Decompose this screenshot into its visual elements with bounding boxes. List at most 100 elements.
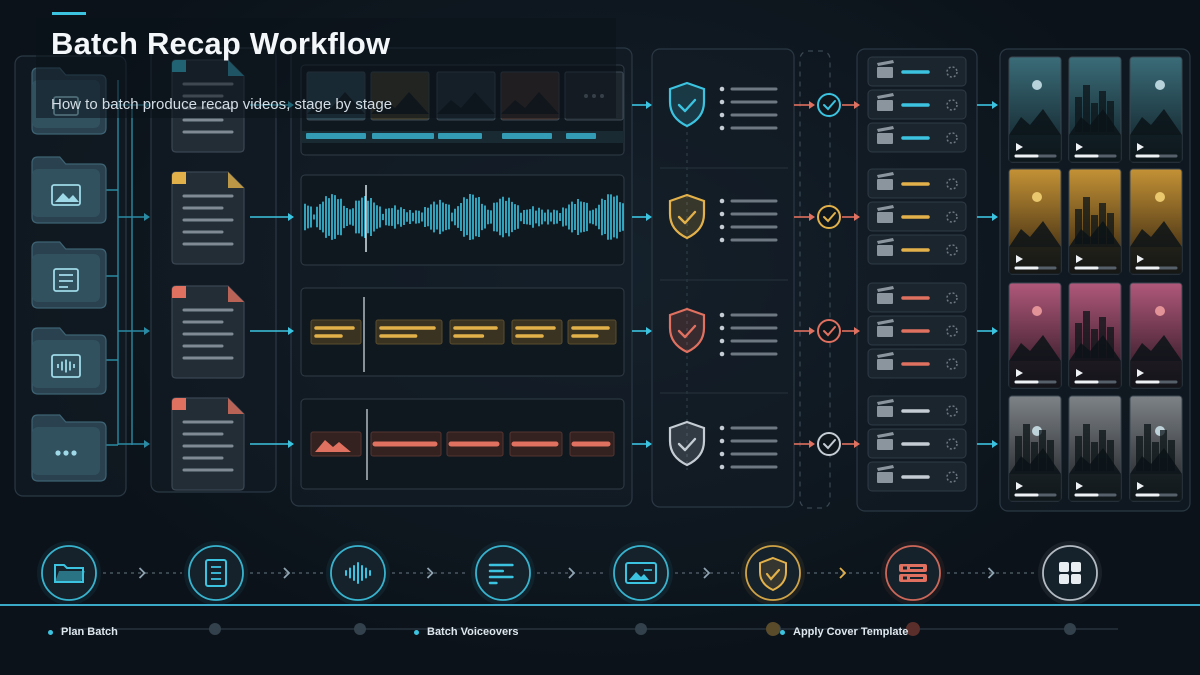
timeline-stage-8	[1038, 541, 1102, 605]
stage-circle	[885, 545, 941, 601]
pending-status-icon	[946, 325, 958, 337]
play-icon	[1137, 369, 1144, 377]
script-document-4	[171, 397, 245, 491]
clip-row-3-2	[867, 315, 967, 346]
timeline-stage-5	[609, 541, 673, 605]
label-dot	[414, 629, 419, 635]
caption-frame	[449, 319, 505, 345]
title-backdrop	[36, 18, 616, 118]
server-led	[903, 566, 907, 570]
input-folder-3	[31, 241, 107, 309]
output-video-card-4-2	[1068, 395, 1122, 502]
clapperboard-icon	[877, 133, 893, 144]
caption-frame	[310, 319, 362, 345]
clapperboard-top	[877, 172, 894, 178]
clip-row-4-1	[867, 395, 967, 426]
timeline-stage-3	[326, 541, 390, 605]
city-building	[1107, 440, 1114, 471]
pending-status-icon	[946, 211, 958, 223]
checklist-bullet	[719, 224, 725, 230]
clip-row-2-1	[867, 168, 967, 199]
timeline-node-active	[766, 622, 780, 636]
document-icon	[205, 559, 227, 587]
city-building	[1091, 215, 1098, 244]
cover-element-3	[446, 431, 504, 457]
lane1-arrow-track-head	[288, 213, 294, 221]
city-building	[1091, 329, 1098, 358]
play-icon	[1076, 369, 1083, 377]
image-card-mountain	[629, 572, 649, 580]
label-text: Plan Batch	[61, 626, 118, 638]
label-dot	[48, 629, 53, 635]
timeline-stage-2	[184, 541, 248, 605]
document-tab	[172, 286, 186, 298]
cover-element-5	[569, 431, 615, 457]
lane3-arrow-in-head	[144, 440, 150, 448]
clip-row-3-3	[867, 348, 967, 379]
shield-check-icon	[668, 193, 706, 240]
document-fold	[228, 172, 244, 188]
timeline-label-apply-cover-template: Apply Cover Template	[780, 626, 908, 638]
lane1-arrow-in-head	[144, 213, 150, 221]
caption-frame	[375, 319, 443, 345]
caption-block-2	[375, 319, 443, 345]
clapperboard-top	[877, 432, 894, 438]
output-video-card-1-1	[1008, 56, 1062, 163]
pending-status-icon	[946, 358, 958, 370]
checklist-bullet	[719, 86, 725, 92]
document-tab	[172, 172, 186, 184]
cover-element-4	[509, 431, 563, 457]
input-folder-2	[31, 156, 107, 224]
grid-icon	[1059, 574, 1069, 584]
city-building	[1083, 197, 1090, 244]
stage-circle	[745, 545, 801, 601]
checklist-bullet	[719, 125, 725, 131]
caption-frame	[511, 319, 563, 345]
timeline-stage-1	[37, 541, 101, 605]
chevron-right-icon	[138, 567, 146, 579]
clip-row-4-2	[867, 428, 967, 459]
clapperboard-top	[877, 60, 894, 66]
video-mountain	[1009, 335, 1061, 361]
timeline-stage-7	[881, 541, 945, 605]
check-circle-icon	[817, 432, 841, 456]
cover-element-1	[310, 431, 362, 457]
play-icon	[1016, 255, 1023, 263]
chevron-right-icon	[987, 567, 995, 579]
timeline-node	[209, 623, 221, 635]
output-video-card-2-1	[1008, 168, 1062, 275]
city-building	[1075, 436, 1082, 471]
checklist-bullet	[719, 451, 725, 457]
video-sun	[1155, 306, 1165, 316]
city-building	[1075, 97, 1082, 132]
waveform-icon	[51, 354, 81, 378]
clapperboard-top	[877, 352, 894, 358]
output-video-card-1-2	[1068, 56, 1122, 163]
video-sun	[1155, 192, 1165, 202]
timeline-label-batch-voiceovers: Batch Voiceovers	[414, 626, 519, 638]
city-building	[1107, 327, 1114, 358]
lane3-arrow-out-head	[992, 440, 998, 448]
lane1-arrow-out-head	[992, 213, 998, 221]
approval-check-4	[817, 432, 841, 456]
pending-status-icon	[946, 471, 958, 483]
play-icon	[1016, 482, 1023, 490]
clapperboard-top	[877, 319, 894, 325]
clapperboard-icon	[877, 245, 893, 256]
lane2-arrow-out-head	[992, 327, 998, 335]
city-building	[1091, 103, 1098, 132]
checklist-bullet	[719, 425, 725, 431]
grid-icon	[1059, 562, 1069, 572]
checklist-bullet	[719, 211, 725, 217]
image-icon-mountain	[55, 193, 79, 202]
script-document-2	[171, 171, 245, 265]
output-video-card-2-3	[1129, 168, 1183, 275]
grid-icon	[1071, 562, 1081, 572]
shield-check-icon	[668, 420, 706, 467]
caption-frame	[567, 319, 617, 345]
pending-status-icon	[946, 405, 958, 417]
pending-status-icon	[946, 292, 958, 304]
approval-check-2	[817, 205, 841, 229]
folder-front	[32, 169, 100, 217]
